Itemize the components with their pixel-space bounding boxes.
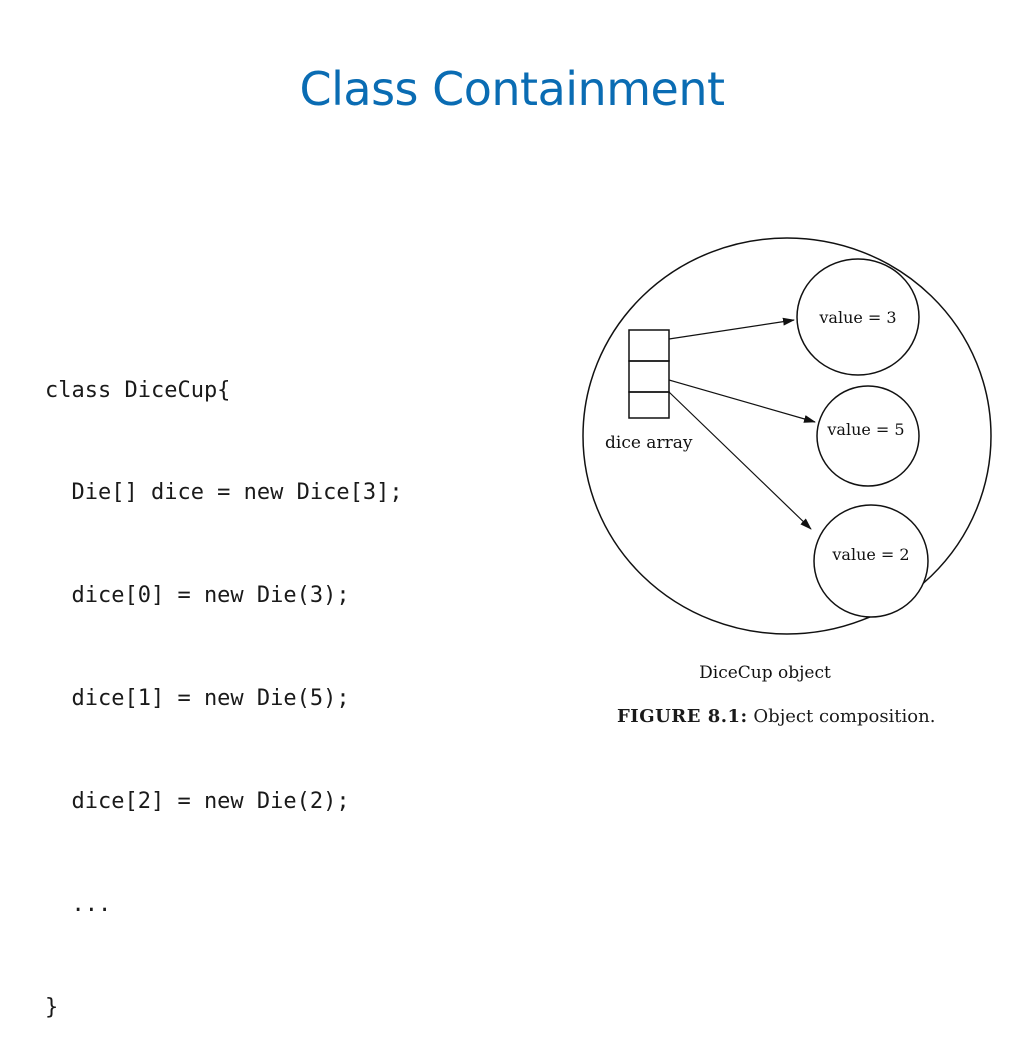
die-object-circle xyxy=(796,258,920,376)
dice-array xyxy=(628,329,670,419)
array-cell xyxy=(628,391,670,419)
array-cell xyxy=(628,360,670,393)
figure-caption-text: Object composition. xyxy=(753,706,936,727)
code-line: dice[1] = new Die(5); xyxy=(45,686,350,712)
arrow xyxy=(668,379,816,423)
code-line: } xyxy=(45,994,59,1020)
array-cell xyxy=(628,329,670,362)
arrow xyxy=(668,391,812,530)
figure-caption: FIGURE 8.1: Object composition. xyxy=(617,706,935,727)
dice-array-label: dice array xyxy=(605,433,693,453)
die-value-label: value = 2 xyxy=(831,545,909,564)
die-object-circle xyxy=(816,385,920,487)
die-value-label: value = 5 xyxy=(826,420,904,439)
figure-caption-label: FIGURE 8.1: xyxy=(617,706,748,727)
code-line: dice[2] = new Die(2); xyxy=(45,789,350,815)
object-composition-diagram: dice array value = 3 value = 5 value = 2… xyxy=(582,237,992,683)
code-line: ... xyxy=(45,892,112,918)
code-line: class DiceCup{ xyxy=(45,377,231,403)
arrow xyxy=(668,317,795,340)
code-line: Die[] dice = new Dice[3]; xyxy=(45,480,403,506)
die-object-circle xyxy=(813,504,929,618)
dicecup-object-circle xyxy=(582,237,992,635)
dicecup-object-label: DiceCup object xyxy=(699,663,831,683)
code-block: class DiceCup{ Die[] dice = new Dice[3];… xyxy=(45,305,403,1060)
slide-title: Class Containment xyxy=(299,62,725,116)
code-line: dice[0] = new Die(3); xyxy=(45,583,350,609)
die-value-label: value = 3 xyxy=(818,308,896,327)
